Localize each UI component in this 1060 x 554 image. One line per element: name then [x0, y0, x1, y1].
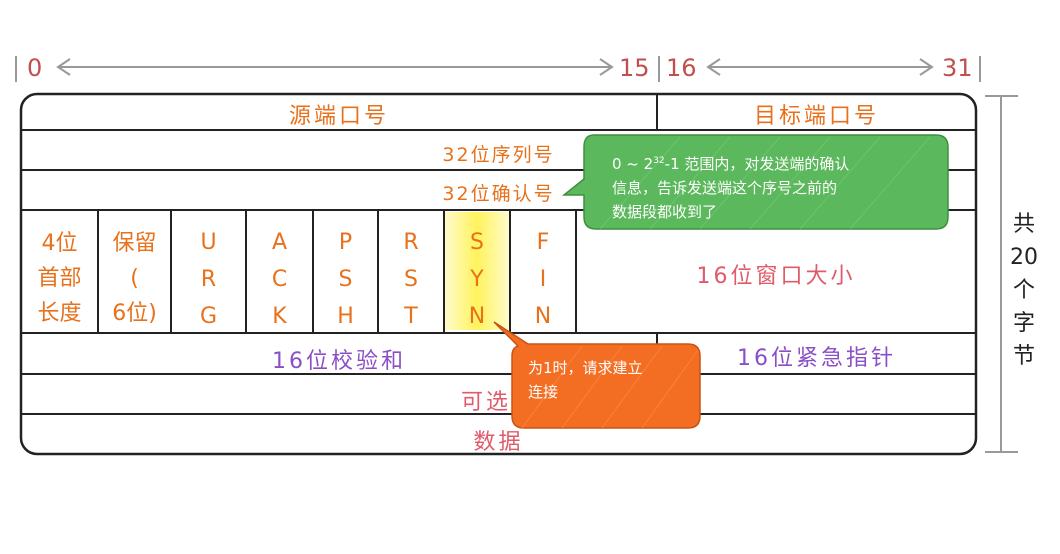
total-bytes-label: 共 20 个 字 节: [1004, 208, 1044, 373]
green-callout-superscript: 32: [653, 156, 665, 166]
flag-letter: S: [404, 267, 418, 292]
header-length-line-1: 4位: [41, 231, 78, 256]
flag-letter: Y: [470, 267, 484, 292]
flag-letter: F: [536, 230, 550, 255]
field-destination-port: 目标端口号: [753, 104, 879, 129]
flag-letter: U: [200, 230, 217, 255]
green-callout-line-2: 信息，告诉发送端这个序号之前的: [612, 179, 838, 197]
side-char: 共: [1012, 212, 1035, 237]
flag-letter: N: [468, 304, 486, 329]
green-callout-line-1: 0 ~ 232-1 范围内，对发送端的确认: [612, 149, 942, 176]
syn-highlight: [444, 212, 510, 330]
flag-letter: T: [404, 304, 418, 329]
header-length-line-3: 长度: [37, 301, 82, 326]
flag-ack: A C K: [246, 224, 313, 335]
side-char: 字: [1012, 311, 1035, 336]
side-char: 节: [1012, 344, 1035, 369]
flag-fin: F I N: [510, 224, 576, 335]
field-sequence-number: 32位序列号: [442, 144, 555, 166]
green-callout-text-a: 0 ~ 2: [612, 155, 654, 173]
flag-syn: S Y N: [444, 224, 510, 335]
flag-urg: U R G: [171, 224, 246, 335]
bit-label-16: 16: [666, 54, 697, 82]
flag-letter: S: [470, 230, 484, 255]
bit-label-0: 0: [27, 54, 43, 82]
bit-ruler: 0 15 16 31: [0, 48, 1060, 88]
field-data: 数据: [473, 430, 524, 455]
field-urgent-pointer: 16位紧急指针: [737, 346, 896, 371]
field-header-length: 4位 首部 长度: [21, 226, 98, 331]
flag-letter: K: [272, 304, 287, 329]
field-source-port: 源端口号: [288, 104, 389, 129]
flag-letter: C: [271, 267, 288, 292]
bit-ruler-arrows: [15, 56, 981, 82]
green-callout-text-b: -1 范围内，对发送端的确认: [664, 155, 850, 173]
flag-letter: P: [338, 230, 353, 255]
flag-psh: P S H: [313, 224, 378, 335]
flag-letter: G: [199, 304, 218, 329]
orange-callout-text: 为1时，请求建立 连接: [528, 356, 698, 404]
flag-letter: A: [271, 230, 288, 255]
orange-callout-shape: [493, 321, 701, 429]
flag-letter: R: [200, 267, 217, 292]
flag-letter: N: [534, 304, 552, 329]
flag-letter: I: [539, 267, 547, 292]
flag-letter: S: [338, 267, 353, 292]
green-callout-line-3: 数据段都收到了: [612, 203, 718, 221]
reserved-line-2: (: [130, 266, 139, 291]
reserved-line-3: 6位): [112, 301, 157, 326]
green-callout-shape: [561, 134, 949, 230]
orange-callout-line-2: 连接: [528, 383, 559, 401]
field-checksum: 16位校验和: [272, 349, 406, 374]
field-reserved: 保留 ( 6位): [98, 226, 171, 331]
side-char: 20: [1010, 245, 1038, 270]
bit-label-31: 31: [942, 54, 973, 82]
green-callout-text: 0 ~ 232-1 范围内，对发送端的确认 信息，告诉发送端这个序号之前的 数据…: [612, 149, 942, 224]
side-char: 个: [1012, 278, 1035, 303]
flag-letter: H: [337, 304, 354, 329]
field-window-size: 16位窗口大小: [696, 264, 856, 289]
header-length-line-2: 首部: [37, 266, 82, 291]
bit-label-15: 15: [619, 54, 650, 82]
flag-rst: R S T: [378, 224, 444, 335]
reserved-line-1: 保留: [112, 231, 157, 256]
orange-callout-line-1: 为1时，请求建立: [528, 359, 643, 377]
field-ack-number: 32位确认号: [442, 183, 555, 205]
flag-letter: R: [403, 230, 419, 255]
